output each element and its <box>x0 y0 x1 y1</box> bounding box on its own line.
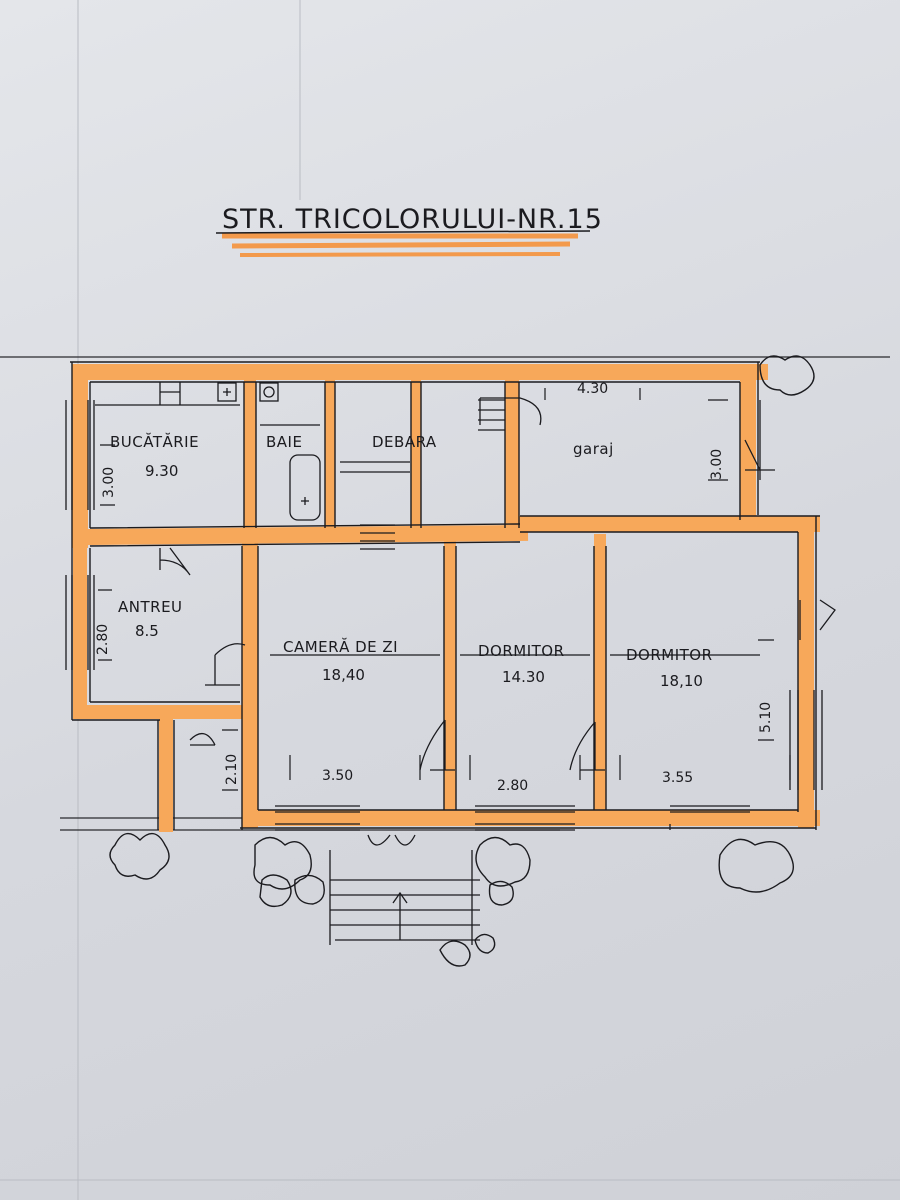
room-name: DORMITOR <box>626 646 713 664</box>
room-area: 9.30 <box>145 462 178 480</box>
room-name: DEBARA <box>372 433 437 451</box>
room-name: DORMITOR <box>478 642 565 660</box>
room-name: BUCĂTĂRIE <box>110 432 199 451</box>
room-name: ANTREU <box>118 598 183 616</box>
dim-label: 2.80 <box>497 778 528 794</box>
windows <box>65 400 823 831</box>
room-dormitor-2: DORMITOR 18,10 3.55 5.10 <box>626 646 774 786</box>
stairs <box>329 399 505 945</box>
dim-label: 3.00 <box>101 467 117 498</box>
title: STR. TRICOLORULUI-NR.15 <box>222 204 603 235</box>
room-camera-de-zi: CAMERĂ DE ZI 18,40 3.50 <box>283 637 398 784</box>
room-name: CAMERĂ DE ZI <box>283 637 398 656</box>
shrubs <box>109 355 815 967</box>
room-area: 18,10 <box>660 672 703 690</box>
title-group: STR. TRICOLORULUI-NR.15 <box>222 204 603 235</box>
dim-label: 3.00 <box>709 449 725 480</box>
dim-label: 3.50 <box>322 768 353 784</box>
room-name: BAIE <box>266 433 302 451</box>
dim-label: 2.80 <box>95 624 111 655</box>
dim-label: 4.30 <box>577 381 608 397</box>
wall-outlines <box>70 361 820 830</box>
room-garaj: garaj 4.30 3.00 <box>573 381 725 480</box>
doors <box>159 397 836 846</box>
dim-label: 2.10 <box>224 754 240 785</box>
fixtures <box>95 382 410 521</box>
dimension-ticks <box>98 388 791 791</box>
hall-dimension: 2.10 <box>224 754 240 785</box>
walls <box>72 364 820 832</box>
room-bucatarie: BUCĂTĂRIE 9.30 3.00 <box>101 432 199 498</box>
room-debara: DEBARA <box>372 433 437 451</box>
room-baie: BAIE <box>266 433 302 451</box>
dim-label: 5.10 <box>758 702 774 733</box>
dim-label: 3.55 <box>662 770 693 786</box>
room-area: 18,40 <box>322 666 365 684</box>
title-underline <box>215 230 591 257</box>
room-dormitor-1: DORMITOR 14.30 2.80 <box>478 642 565 794</box>
room-area: 14.30 <box>502 668 545 686</box>
room-area: 8.5 <box>135 622 159 640</box>
room-name: garaj <box>573 440 614 458</box>
room-antreu: ANTREU 8.5 2.80 <box>95 598 183 655</box>
